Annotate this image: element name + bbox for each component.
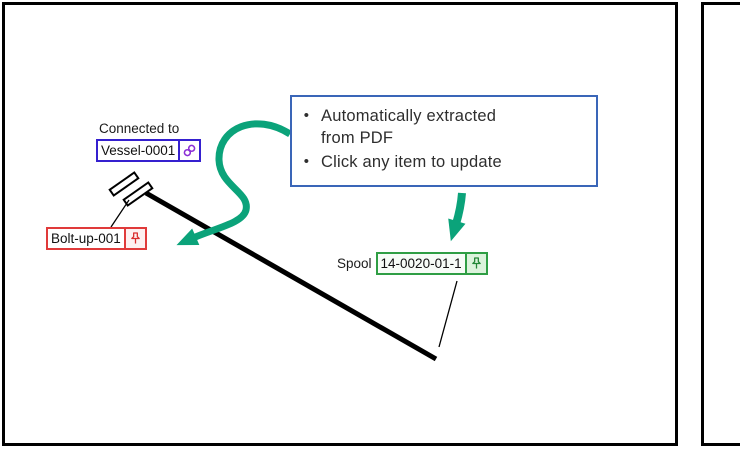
connected-to-label: Connected to (99, 121, 180, 136)
tag-divider (178, 141, 181, 160)
bolt-up-tag-label[interactable]: Bolt-up-001 (51, 231, 121, 246)
drawing-sheet-frame (2, 2, 678, 446)
callout-item: • Automatically extracted from PDF (292, 105, 590, 149)
spool-tag[interactable]: 14-0020-01-1 (375, 252, 488, 275)
callout-text: Automatically extracted from PDF (321, 107, 497, 147)
vessel-tag-label[interactable]: Vessel-0001 (101, 143, 176, 158)
flange-slash-2[interactable] (122, 181, 154, 207)
pushpin-icon[interactable] (125, 229, 145, 248)
pushpin-icon[interactable] (466, 254, 486, 273)
bolt-up-flange-symbol[interactable] (108, 171, 154, 207)
flange-slash-1[interactable] (108, 171, 140, 197)
spool-tag-label[interactable]: 14-0020-01-1 (380, 256, 462, 271)
bullet-glyph: • (303, 107, 310, 124)
chain-link-icon[interactable] (180, 141, 199, 160)
curved-arrow-to-bolt-up (176, 120, 292, 246)
tag-divider (464, 254, 467, 273)
bolt-up-tag[interactable]: Bolt-up-001 (46, 227, 147, 250)
tag-divider (123, 229, 126, 248)
bolt-up-leader-line (110, 199, 130, 228)
spool-pipe-line[interactable] (144, 190, 438, 362)
spool-tag-row: Spool 14-0020-01-1 (337, 252, 488, 275)
spool-prefix-label: Spool (337, 255, 372, 271)
next-sheet-frame (701, 2, 740, 446)
annotation-callout: • Automatically extracted from PDF • Cli… (290, 95, 598, 187)
spool-leader-line (438, 280, 458, 348)
bullet-glyph: • (303, 153, 310, 170)
callout-item: • Click any item to update (292, 151, 590, 173)
down-arrow-to-spool (448, 192, 466, 242)
callout-text: Click any item to update (321, 153, 502, 171)
vessel-tag[interactable]: Vessel-0001 (96, 139, 202, 162)
